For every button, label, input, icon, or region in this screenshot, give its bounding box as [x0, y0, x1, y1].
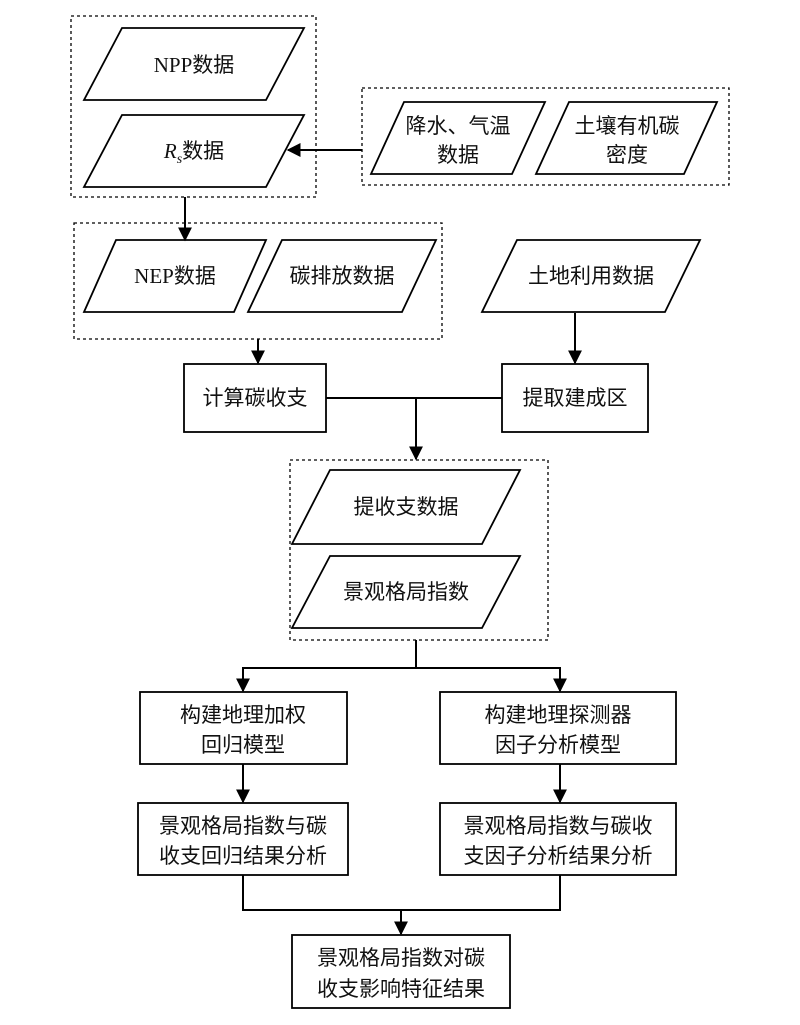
nep-data-label: NEP数据	[134, 264, 216, 288]
geodetector-model-label-line1: 构建地理探测器	[485, 703, 632, 727]
npp-data-label: NPP数据	[154, 53, 235, 77]
landscape-index-node: 景观格局指数	[290, 555, 522, 629]
geodetector-model-label-line2: 因子分析模型	[495, 733, 621, 757]
gwr-model-label-line2: 回归模型	[201, 733, 285, 757]
geodetector-result-label-line1: 景观格局指数与碳收	[464, 814, 653, 838]
calc-carbon-budget-label: 计算碳收支	[203, 386, 308, 410]
soil-carbon-label-line1: 土壤有机碳	[575, 114, 680, 138]
extract-built-area-node: 提取建成区	[501, 363, 649, 433]
gwr-result-node: 景观格局指数与碳 收支回归结果分析	[137, 802, 349, 876]
carbon-balance-data-label: 提收支数据	[354, 495, 459, 519]
nep-data-node: NEP数据	[82, 239, 268, 313]
extract-built-area-label: 提取建成区	[523, 386, 628, 410]
carbon-emission-label: 碳排放数据	[290, 264, 395, 288]
connector-split-models	[242, 667, 561, 691]
precip-temp-node: 降水、气温 数据	[369, 101, 547, 175]
geodetector-model-node: 构建地理探测器 因子分析模型	[439, 691, 677, 765]
geodetector-result-label-line2: 支因子分析结果分析	[464, 844, 653, 868]
landscape-index-label: 景观格局指数	[343, 580, 469, 604]
rs-data-node: Rs数据	[82, 114, 306, 188]
gwr-model-node: 构建地理加权 回归模型	[139, 691, 348, 765]
geodetector-result-node: 景观格局指数与碳收 支因子分析结果分析	[439, 802, 677, 876]
rs-symbol: R	[163, 139, 177, 163]
gwr-result-label-line2: 收支回归结果分析	[159, 844, 327, 868]
carbon-balance-data-node: 提收支数据	[290, 469, 522, 545]
connector-results-merge	[242, 875, 561, 911]
final-result-node: 景观格局指数对碳 收支影响特征结果	[291, 934, 511, 1009]
final-result-label-line1: 景观格局指数对碳	[317, 946, 485, 970]
soil-carbon-label-line2: 密度	[606, 143, 648, 167]
calc-carbon-budget-node: 计算碳收支	[183, 363, 327, 433]
climate-soil-group	[361, 87, 730, 186]
input-data-group	[70, 15, 317, 198]
precip-temp-label-line2: 数据	[437, 143, 479, 167]
land-use-node: 土地利用数据	[480, 239, 702, 313]
precip-temp-label-line1: 降水、气温	[406, 114, 511, 138]
gwr-result-label-line1: 景观格局指数与碳	[159, 814, 327, 838]
carbon-emission-node: 碳排放数据	[246, 239, 438, 313]
soil-carbon-node: 土壤有机碳 密度	[534, 101, 719, 175]
rs-data-label: Rs数据	[163, 139, 224, 167]
land-use-label: 土地利用数据	[528, 264, 654, 288]
gwr-model-label-line1: 构建地理加权	[180, 703, 306, 727]
npp-data-node: NPP数据	[82, 27, 306, 101]
rs-subscript: s	[177, 152, 183, 167]
rs-suffix: 数据	[182, 139, 224, 163]
final-result-label-line2: 收支影响特征结果	[317, 977, 485, 1001]
